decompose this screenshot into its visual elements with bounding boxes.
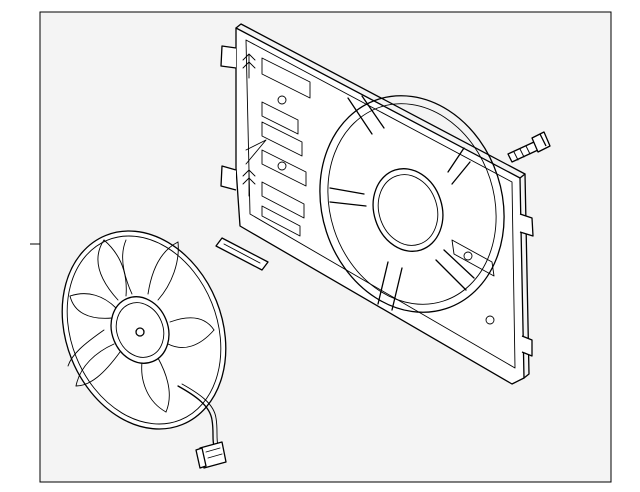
fan-assembly xyxy=(61,230,227,430)
mounting-bolt xyxy=(507,131,551,163)
fan-shroud xyxy=(220,23,534,385)
seal-strip xyxy=(215,237,269,271)
wire-connector xyxy=(177,383,227,469)
